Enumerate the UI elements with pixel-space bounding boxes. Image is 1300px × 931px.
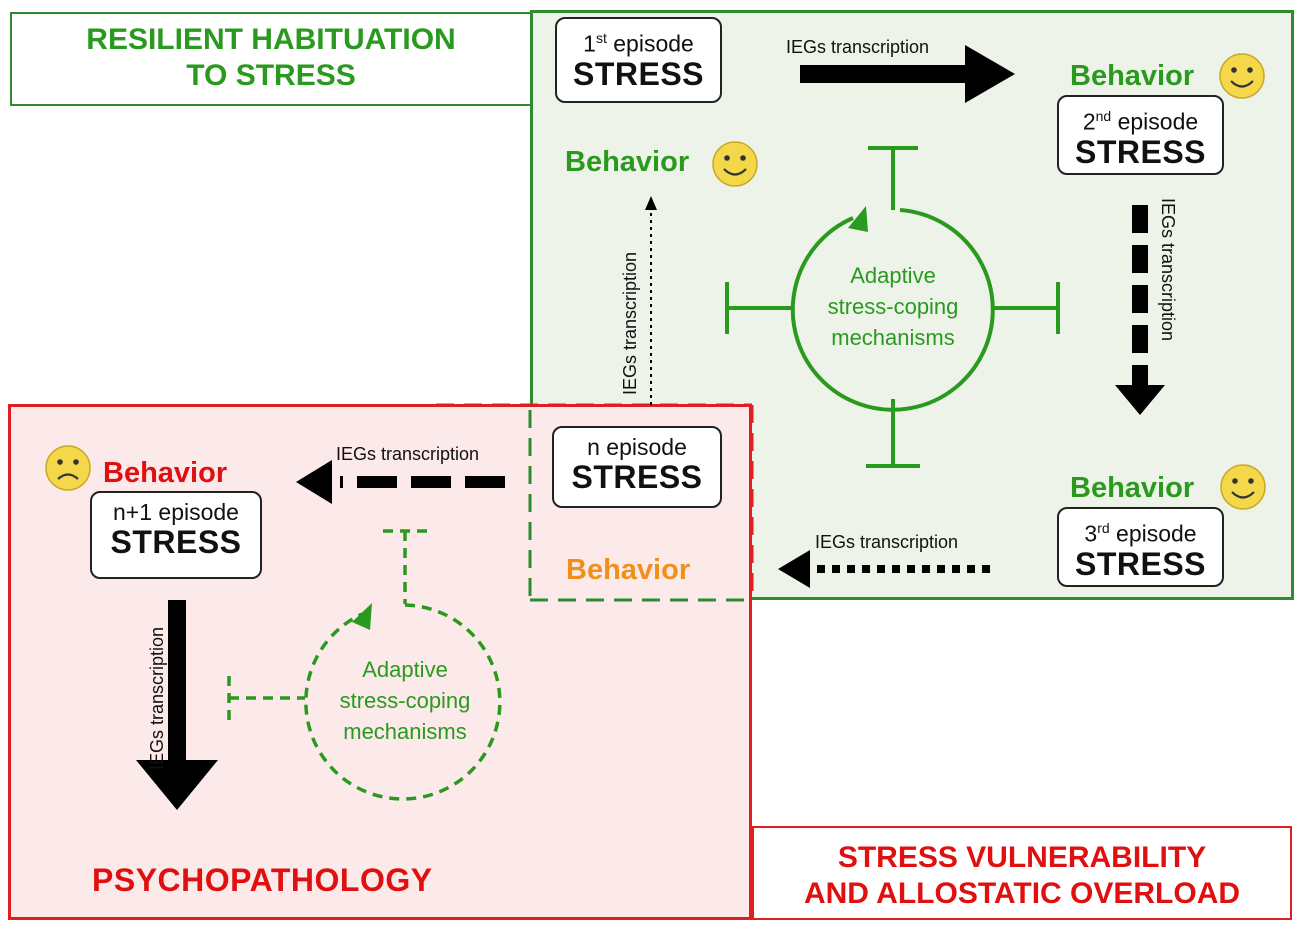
arrow-n-to-nplus1: [296, 460, 505, 504]
episode-ordinal: nd: [1095, 108, 1112, 124]
coping-line3: mechanisms: [831, 325, 955, 350]
coping-label-green: Adaptive stress-coping mechanisms: [793, 260, 993, 353]
arrow-n-to-behavior: [645, 196, 657, 405]
ieg-label-n: IEGs transcription: [336, 444, 480, 464]
green-cycle-arrowhead: [848, 206, 868, 232]
episode-label: episode: [1109, 520, 1197, 547]
stress-label: STRESS: [1074, 133, 1207, 170]
episode-number: 3: [1084, 520, 1098, 547]
vulnerability-title: STRESS VULNERABILITY AND ALLOSTATIC OVER…: [752, 826, 1292, 920]
stress-box-nplus1-episode: n+1 episode STRESS: [90, 491, 262, 579]
adaptive-coping-cycle-dashed: [227, 529, 502, 801]
smiley-happy-icon-3: [1220, 464, 1266, 510]
arrow-first-to-second: [800, 45, 1015, 103]
smiley-happy-icon-2: [712, 141, 758, 187]
resilient-title-line2: TO STRESS: [186, 59, 356, 92]
resilient-title: RESILIENT HABITUATION TO STRESS: [10, 12, 532, 106]
arrow-third-to-n: [778, 550, 990, 588]
stress-box-third-episode: 3rd episode STRESS: [1057, 507, 1224, 587]
episode-label: episode: [1111, 108, 1199, 135]
episode-label: n+1 episode: [113, 499, 239, 525]
n-episode-dashed-frame: [436, 403, 754, 602]
episode-number: 1: [583, 30, 596, 57]
episode-label: episode: [606, 30, 694, 57]
episode-label: n episode: [587, 434, 687, 460]
ieg-label-up-vertical: IEGs transcription: [620, 251, 640, 395]
stress-box-second-episode: 2nd episode STRESS: [1057, 95, 1224, 175]
coping-line1: Adaptive: [362, 657, 448, 682]
psychopathology-label: PSYCHOPATHOLOGY: [92, 862, 433, 898]
coping-label-dashed: Adaptive stress-coping mechanisms: [305, 654, 505, 747]
ieg-label-third: IEGs transcription: [815, 532, 959, 552]
smiley-sad-icon: [45, 445, 91, 491]
behavior-label-after-n: Behavior: [565, 146, 690, 178]
episode-ordinal: st: [595, 30, 607, 46]
ieg-label-first: IEGs transcription: [786, 37, 930, 57]
stress-box-first-episode: 1st episode STRESS: [555, 17, 722, 103]
episode-number: 2: [1082, 108, 1096, 135]
vulnerability-title-line2: AND ALLOSTATIC OVERLOAD: [803, 877, 1241, 910]
episode-ordinal: rd: [1097, 520, 1110, 536]
ieg-label-second-vertical: IEGs transcription: [1158, 198, 1178, 342]
smiley-happy-icon-1: [1219, 53, 1265, 99]
stress-box-n-episode: n episode STRESS: [552, 426, 722, 508]
stress-label: STRESS: [572, 55, 705, 92]
vulnerability-title-line1: STRESS VULNERABILITY: [837, 841, 1207, 874]
arrow-second-to-third: [1115, 205, 1165, 415]
coping-line3: mechanisms: [343, 719, 467, 744]
ieg-label-nplus1-vertical: IEGs transcription: [147, 626, 167, 770]
behavior-label-after-second: Behavior: [1070, 472, 1195, 504]
coping-line1: Adaptive: [850, 263, 936, 288]
stress-label: STRESS: [1074, 545, 1207, 582]
adaptive-coping-cycle-green: [725, 146, 1060, 468]
stress-label: STRESS: [571, 459, 703, 495]
arrow-nplus1-to-psychopathology: [136, 600, 218, 810]
coping-line2: stress-coping: [339, 688, 471, 713]
behavior-label-after-first: Behavior: [1070, 60, 1195, 92]
behavior-label-n-ambiguous: Behavior: [566, 554, 691, 586]
coping-line2: stress-coping: [827, 294, 959, 319]
resilient-title-line1: RESILIENT HABITUATION: [86, 23, 456, 56]
dashed-cycle-arrowhead: [352, 603, 372, 630]
behavior-label-after-n-sad: Behavior: [103, 457, 228, 489]
stress-label: STRESS: [110, 524, 242, 560]
